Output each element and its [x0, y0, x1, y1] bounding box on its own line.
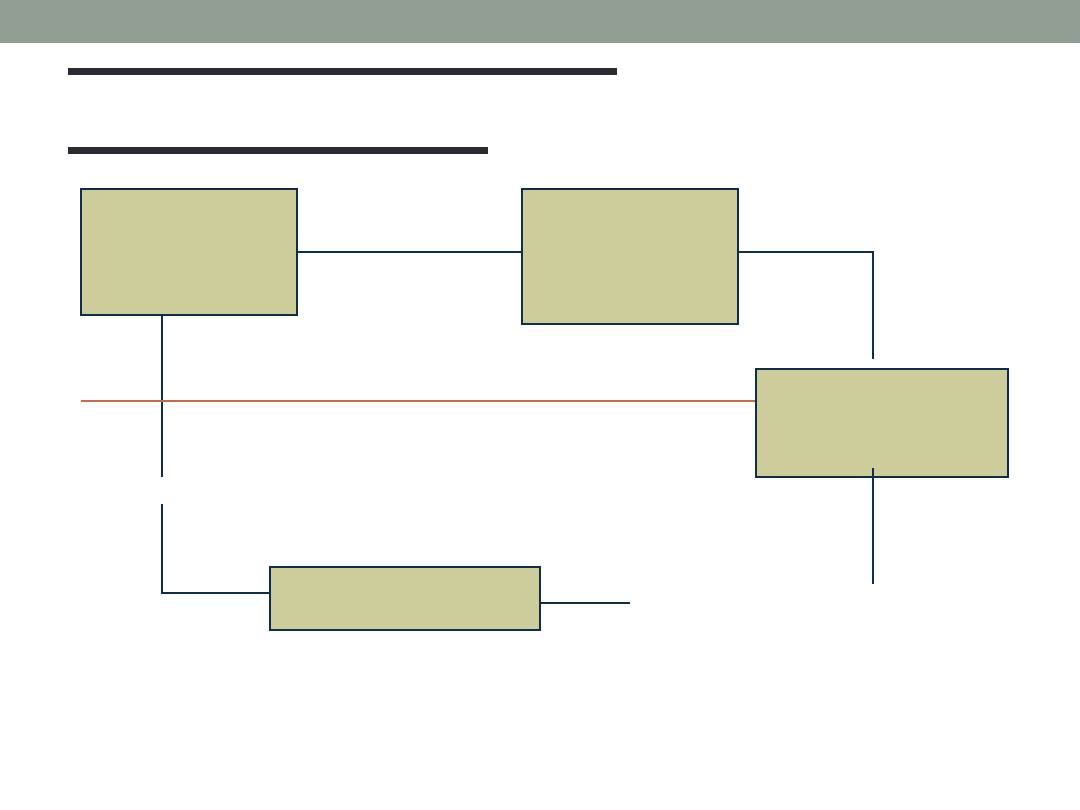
header-band: [0, 0, 1080, 43]
connector-to-bottom-box: [161, 504, 270, 594]
box-right: [755, 368, 1009, 478]
box-bottom: [269, 566, 541, 631]
box-top-left: [80, 188, 298, 316]
connector-topcenter-to-right: [738, 251, 874, 359]
box-top-center: [521, 188, 739, 325]
